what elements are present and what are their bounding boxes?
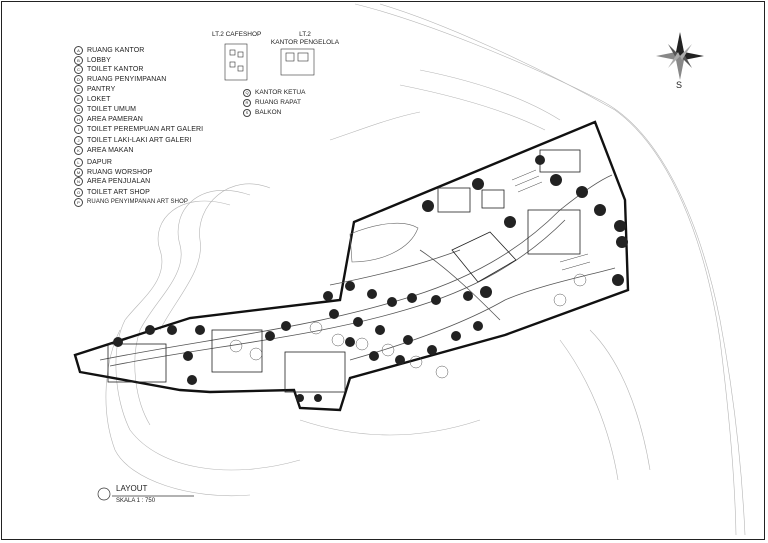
parking-stalls bbox=[511, 169, 591, 271]
legend-label: TOILET LAKI-LAKI ART GALERI bbox=[87, 136, 192, 144]
legend-label: RUANG WORSHOP bbox=[87, 168, 153, 176]
legend-item: L DAPUR bbox=[74, 157, 112, 167]
inset-plans bbox=[224, 43, 315, 81]
legend-item: B LOBBY bbox=[74, 55, 111, 65]
legend-item: M RUANG WORSHOP bbox=[74, 167, 152, 177]
legend-badge: R bbox=[243, 98, 251, 107]
legend-label: BALKON bbox=[255, 109, 282, 116]
kantor-inset-title: LT.2 KANTOR PENGELOLA bbox=[268, 31, 342, 47]
legend-badge: N bbox=[74, 176, 83, 186]
legend-label: LOBBY bbox=[87, 56, 111, 64]
legend-badge: Q bbox=[243, 88, 251, 97]
legend-label: PANTRY bbox=[87, 85, 116, 93]
legend-label: RUANG PENYIMPANAN ART SHOP bbox=[87, 199, 188, 205]
legend-badge: G bbox=[74, 104, 83, 114]
secondary-legend-item: R RUANG RAPAT bbox=[243, 98, 301, 107]
legend-item: I TOILET PEREMPUAN ART GALERI bbox=[74, 124, 203, 134]
legend-item: C TOILET KANTOR bbox=[74, 64, 144, 74]
legend-label: AREA MAKAN bbox=[87, 146, 134, 154]
legend-item: H AREA PAMERAN bbox=[74, 114, 143, 124]
legend-badge: B bbox=[74, 55, 83, 65]
legend-item: E PANTRY bbox=[74, 84, 115, 94]
legend-badge: F bbox=[74, 94, 83, 104]
legend-badge: D bbox=[74, 74, 83, 84]
legend-item: O TOILET ART SHOP bbox=[74, 187, 150, 197]
secondary-legend-item: S BALKON bbox=[243, 108, 281, 117]
legend-item: K AREA MAKAN bbox=[74, 145, 134, 155]
legend-item: N AREA PENJUALAN bbox=[74, 176, 150, 186]
kantor-inset-title-line2: KANTOR PENGELOLA bbox=[270, 39, 340, 46]
legend-label: AREA PENJUALAN bbox=[87, 177, 151, 185]
legend-badge: A bbox=[74, 45, 83, 55]
buildings bbox=[107, 149, 581, 393]
legend-badge: O bbox=[74, 187, 83, 197]
site-boundary bbox=[73, 120, 630, 412]
legend-label: RUANG RAPAT bbox=[255, 99, 301, 106]
secondary-legend-item: Q KANTOR KETUA bbox=[243, 88, 305, 97]
legend-item: A RUANG KANTOR bbox=[74, 45, 144, 55]
legend-badge: M bbox=[74, 167, 83, 177]
legend-label: RUANG PENYIMPANAN bbox=[87, 75, 167, 83]
legend-item: P RUANG PENYIMPANAN ART SHOP bbox=[74, 197, 188, 207]
trees bbox=[113, 155, 628, 402]
legend-badge: E bbox=[74, 84, 83, 94]
contour-lines bbox=[105, 3, 746, 536]
pond bbox=[349, 222, 419, 263]
legend-item: F LOKET bbox=[74, 94, 110, 104]
legend-badge: H bbox=[74, 114, 83, 124]
layout-title: LAYOUT bbox=[116, 484, 148, 493]
layout-marker bbox=[97, 487, 111, 501]
legend-badge: K bbox=[74, 145, 83, 155]
legend-badge: L bbox=[74, 157, 83, 167]
legend-badge: S bbox=[243, 108, 251, 117]
legend-label: TOILET KANTOR bbox=[87, 65, 144, 73]
kantor-inset-title-line1: LT.2 bbox=[299, 31, 311, 38]
legend-label: TOILET UMUM bbox=[87, 105, 137, 113]
legend-label: TOILET PEREMPUAN ART GALERI bbox=[87, 125, 204, 133]
legend-label: RUANG KANTOR bbox=[87, 46, 145, 54]
legend-item: G TOILET UMUM bbox=[74, 104, 136, 114]
legend-label: KANTOR KETUA bbox=[255, 89, 306, 96]
legend-item: D RUANG PENYIMPANAN bbox=[74, 74, 166, 84]
tree-canopies bbox=[229, 273, 587, 379]
legend-label: DAPUR bbox=[87, 158, 113, 166]
cafeshop-inset-title: LT.2 CAFESHOP bbox=[212, 31, 262, 38]
legend-label: TOILET ART SHOP bbox=[87, 188, 150, 196]
legend-label: AREA PAMERAN bbox=[87, 115, 143, 123]
legend-badge: I bbox=[74, 124, 83, 134]
legend-label: LOKET bbox=[87, 95, 111, 103]
legend-item: J TOILET LAKI-LAKI ART GALERI bbox=[74, 135, 192, 145]
legend-badge: C bbox=[74, 64, 83, 74]
legend-badge: J bbox=[74, 135, 83, 145]
layout-scale: SKALA 1 : 750 bbox=[116, 498, 156, 504]
compass-label: S bbox=[676, 80, 683, 90]
legend-badge: P bbox=[74, 197, 83, 207]
compass-rose-icon bbox=[656, 32, 704, 80]
